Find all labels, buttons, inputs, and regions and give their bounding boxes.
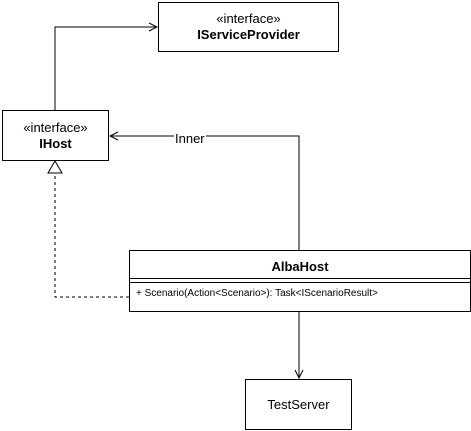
- association-label-inner: Inner: [174, 131, 206, 147]
- class-name: AlbaHost: [271, 259, 329, 274]
- albahost-to-ihost-realization: [54, 173, 129, 298]
- class-box-testserver[interactable]: TestServer: [245, 379, 352, 430]
- stereotype-label: «interface»: [23, 119, 88, 135]
- class-box-albahost[interactable]: AlbaHost + Scenario(Action<Scenario>): T…: [129, 250, 471, 312]
- class-name: IServiceProvider: [197, 27, 300, 42]
- stereotype-label: «interface»: [216, 11, 281, 26]
- compartment-divider: [130, 278, 470, 283]
- method-signature: + Scenario(Action<Scenario>): Task<IScen…: [136, 288, 378, 299]
- realization-triangle-icon: [47, 160, 63, 174]
- class-box-iserviceprovider[interactable]: «interface» IServiceProvider: [158, 2, 339, 52]
- class-name: TestServer: [267, 397, 330, 412]
- class-name: IHost: [39, 135, 72, 151]
- class-box-ihost[interactable]: «interface» IHost: [2, 110, 109, 161]
- albahost-to-ihost-inner-association: [110, 136, 300, 250]
- ihost-to-iserviceprovider-association: [54, 27, 157, 110]
